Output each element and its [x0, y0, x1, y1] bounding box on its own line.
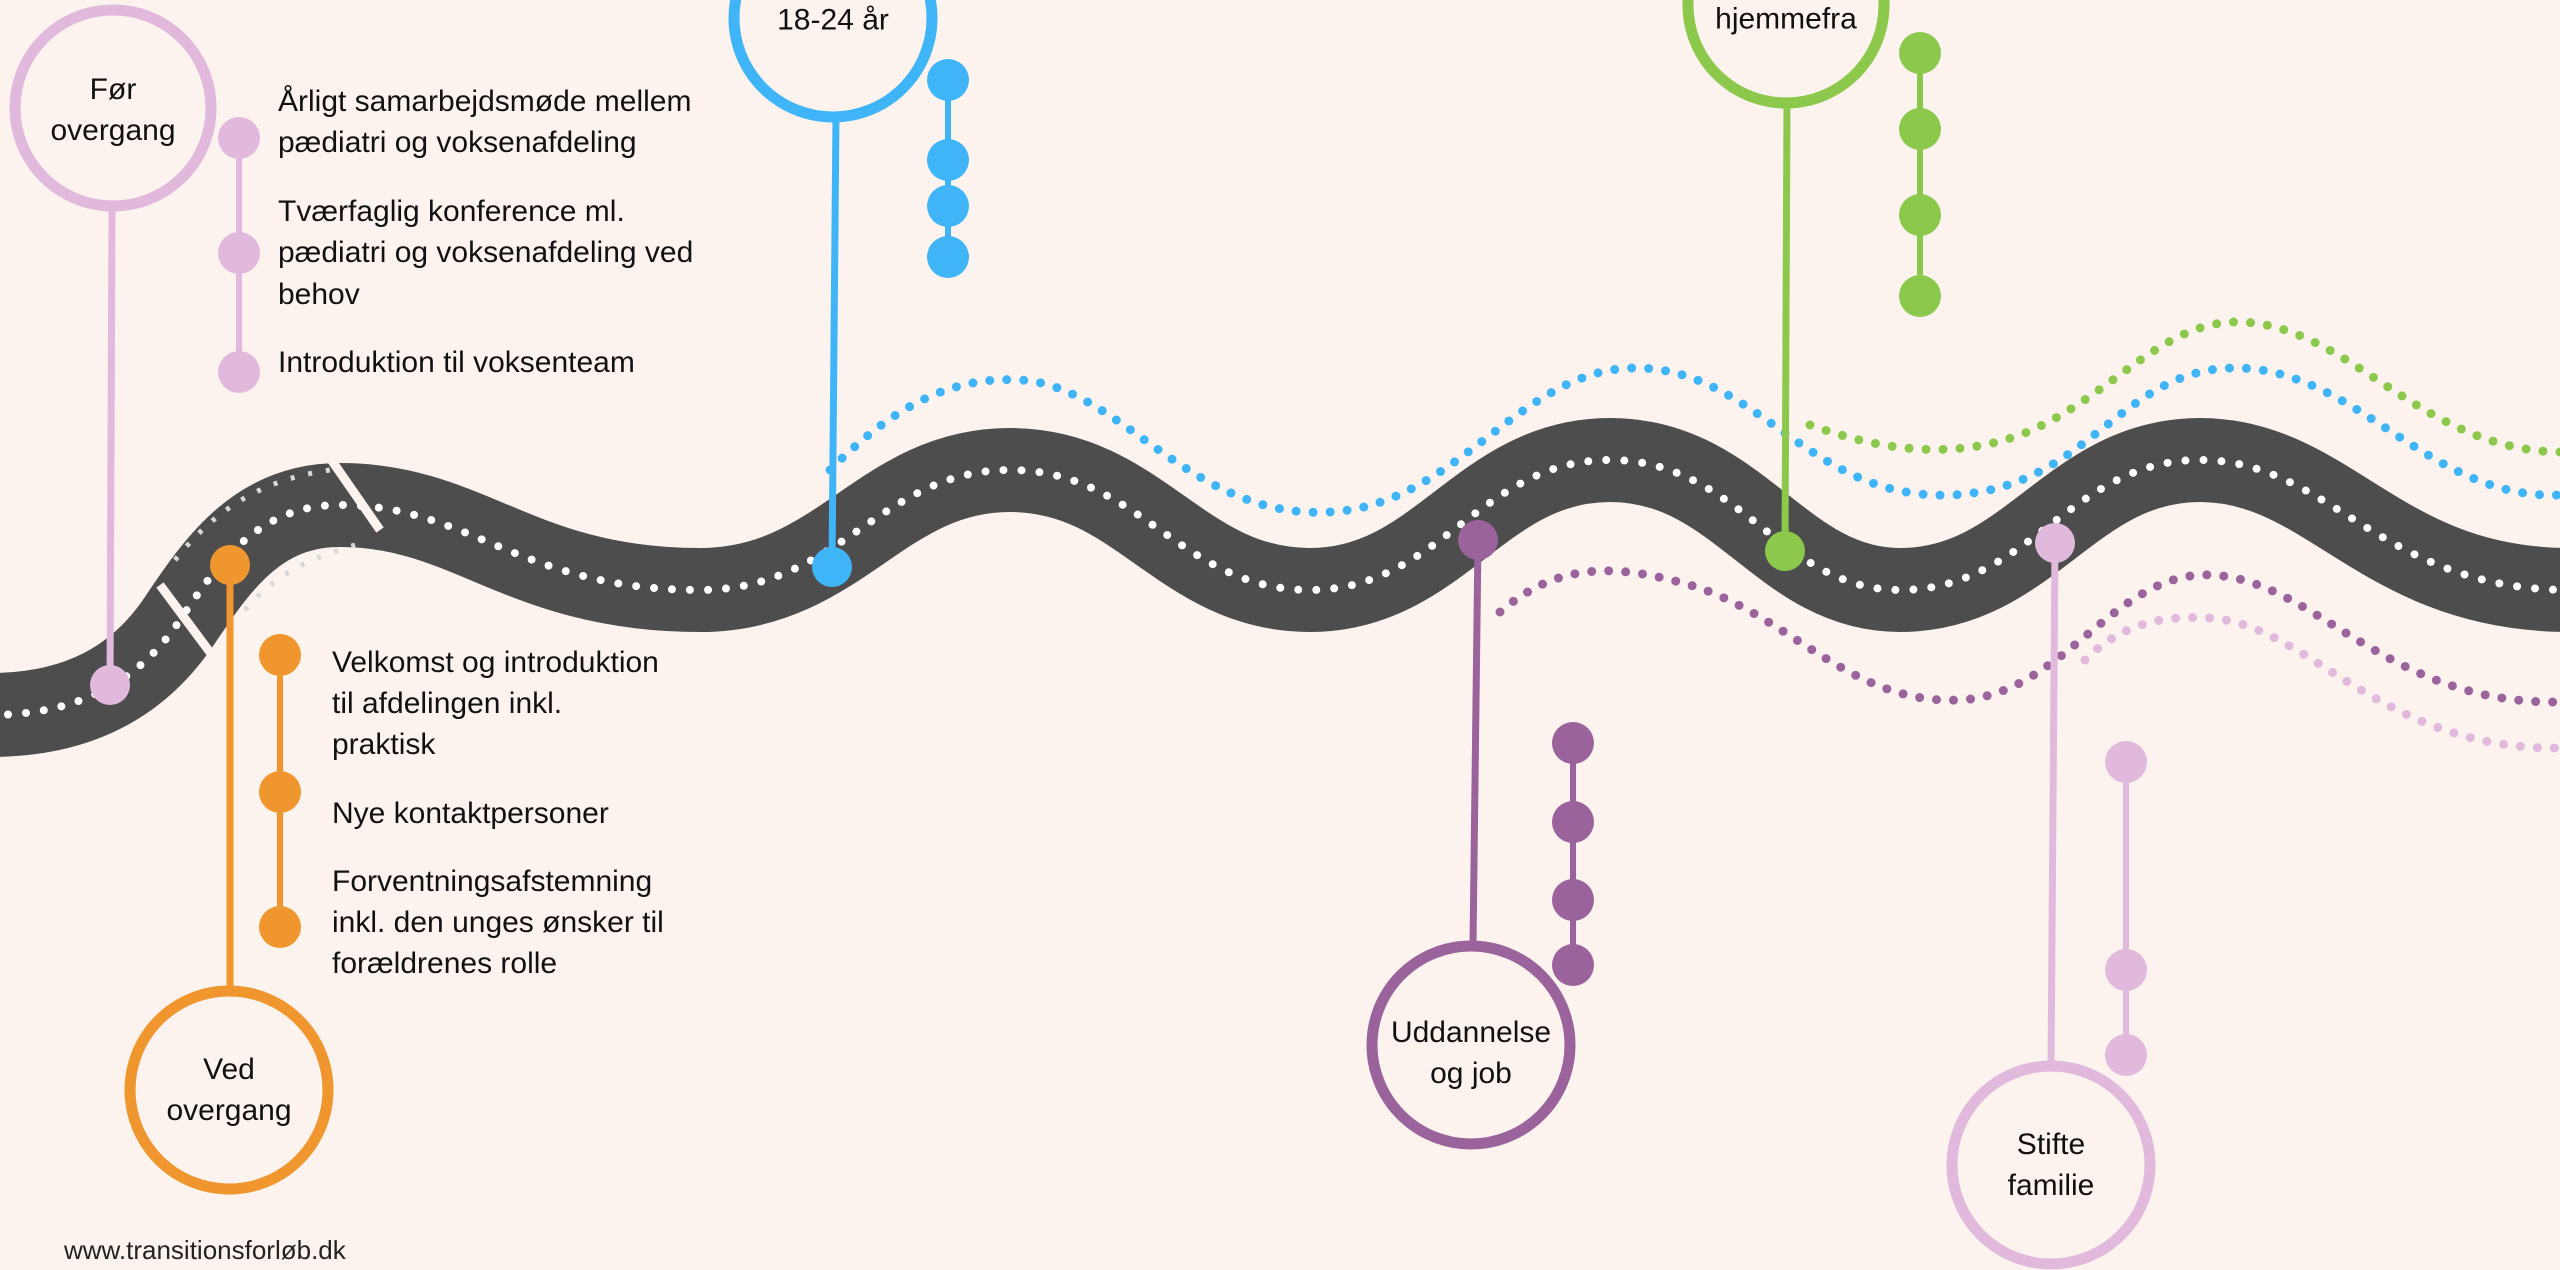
foer-bullet-1 — [218, 117, 260, 159]
stifte-label-line2: familie — [2007, 1169, 2095, 1202]
hjemmefra-bullet-1 — [1899, 32, 1941, 74]
foer-item-2-line3: behov — [278, 278, 360, 311]
foer-item-2-line1: Tværfaglig konference ml. — [278, 195, 625, 228]
stifte-circle — [1946, 1060, 2156, 1270]
uddannelse-bullet-1 — [1552, 722, 1594, 764]
stifte-road-dot — [2035, 523, 2075, 563]
age-circle — [728, 0, 938, 123]
foer-connector — [106, 209, 116, 686]
age-connector — [828, 114, 840, 568]
ved-item-2: Nye kontaktpersoner — [332, 797, 609, 830]
uddannelse-circle — [1366, 940, 1576, 1150]
ved-item-3-line3: forældrenes rolle — [332, 947, 558, 980]
road-gap-right — [326, 455, 384, 533]
uddannelse-connector — [1469, 539, 1482, 946]
footer-url[interactable]: www.transitionsforløb.dk — [64, 1235, 346, 1265]
ved-overgang-label-line2: overgang — [166, 1094, 292, 1127]
stifte-bullet-2 — [2105, 949, 2147, 991]
stifte-bullet-1 — [2105, 741, 2147, 783]
ved-road-dot — [210, 545, 250, 585]
uddannelse-bullet-2 — [1552, 801, 1594, 843]
uddannelse-label-line2: og job — [1430, 1057, 1512, 1090]
foer-overgang-label-line1: Før — [89, 73, 137, 106]
ved-bullet-2 — [259, 771, 301, 813]
uddannelse-road-dot — [1458, 520, 1498, 560]
ved-bullet-3 — [259, 906, 301, 948]
foer-bullet-2 — [218, 232, 260, 274]
uddannelse-bullet-3 — [1552, 879, 1594, 921]
road-gap-left — [156, 582, 216, 658]
stifte-connector — [2047, 542, 2059, 1069]
purple-dotted-path — [1495, 566, 2560, 707]
blue-dotted-path — [825, 363, 2560, 517]
stifte-bullet-3 — [2105, 1034, 2147, 1076]
age-bullet-3 — [927, 185, 969, 227]
foer-overgang-label-line2: overgang — [50, 114, 176, 147]
uddannelse-bullet-4 — [1552, 944, 1594, 986]
ved-item-1-line2: til afdelingen inkl. — [332, 687, 563, 720]
foer-bullet-3 — [218, 351, 260, 393]
hjemmefra-bullet-2 — [1899, 108, 1941, 150]
ved-item-1-line1: Velkomst og introduktion — [332, 646, 659, 679]
hjemmefra-bullet-4 — [1899, 275, 1941, 317]
stifte-label: Stifte familie — [2008, 1124, 2095, 1206]
ved-overgang-label-line1: Ved — [203, 1053, 255, 1086]
hjemmefra-bullet-3 — [1899, 194, 1941, 236]
ved-item-3-line2: inkl. den unges ønsker til — [332, 906, 664, 939]
uddannelse-label: Uddannelse og job — [1391, 1012, 1551, 1094]
foer-item-1-line2: pædiatri og voksenafdeling — [278, 126, 637, 159]
hjemmefra-road-dot — [1765, 531, 1805, 571]
age-road-dot — [812, 547, 852, 587]
foer-road-dot — [90, 665, 130, 705]
foer-item-1-line1: Årligt samarbejdsmøde mellem — [278, 85, 692, 118]
uddannelse-label-line1: Uddannelse — [1390, 1016, 1552, 1049]
hjemmefra-label: hjemmefra — [1715, 2, 1857, 36]
age-bullet-4 — [927, 236, 969, 278]
foer-overgang-circle — [9, 4, 217, 212]
hjemmefra-connector — [1781, 99, 1791, 552]
hjemmefra-circle — [1682, 0, 1890, 109]
pink-dotted-path — [2080, 613, 2560, 753]
foer-item-3: Introduktion til voksenteam — [278, 346, 635, 379]
ved-item-1-line3: praktisk — [332, 728, 436, 761]
ved-overgang-circle — [124, 985, 334, 1195]
foer-item-2-line2: pædiatri og voksenafdeling ved — [278, 236, 694, 269]
ved-overgang-label: Ved overgang — [166, 1049, 291, 1131]
ved-item-3-line1: Forventningsafstemning — [332, 865, 653, 898]
road-centerline — [0, 455, 2560, 719]
age-bullet-2 — [927, 139, 969, 181]
foer-overgang-label: Før overgang — [50, 69, 175, 151]
age-label: 18-24 år — [777, 3, 889, 37]
stifte-label-line1: Stifte — [2016, 1128, 2086, 1161]
ved-bullet-1 — [259, 634, 301, 676]
age-bullet-1 — [927, 59, 969, 101]
